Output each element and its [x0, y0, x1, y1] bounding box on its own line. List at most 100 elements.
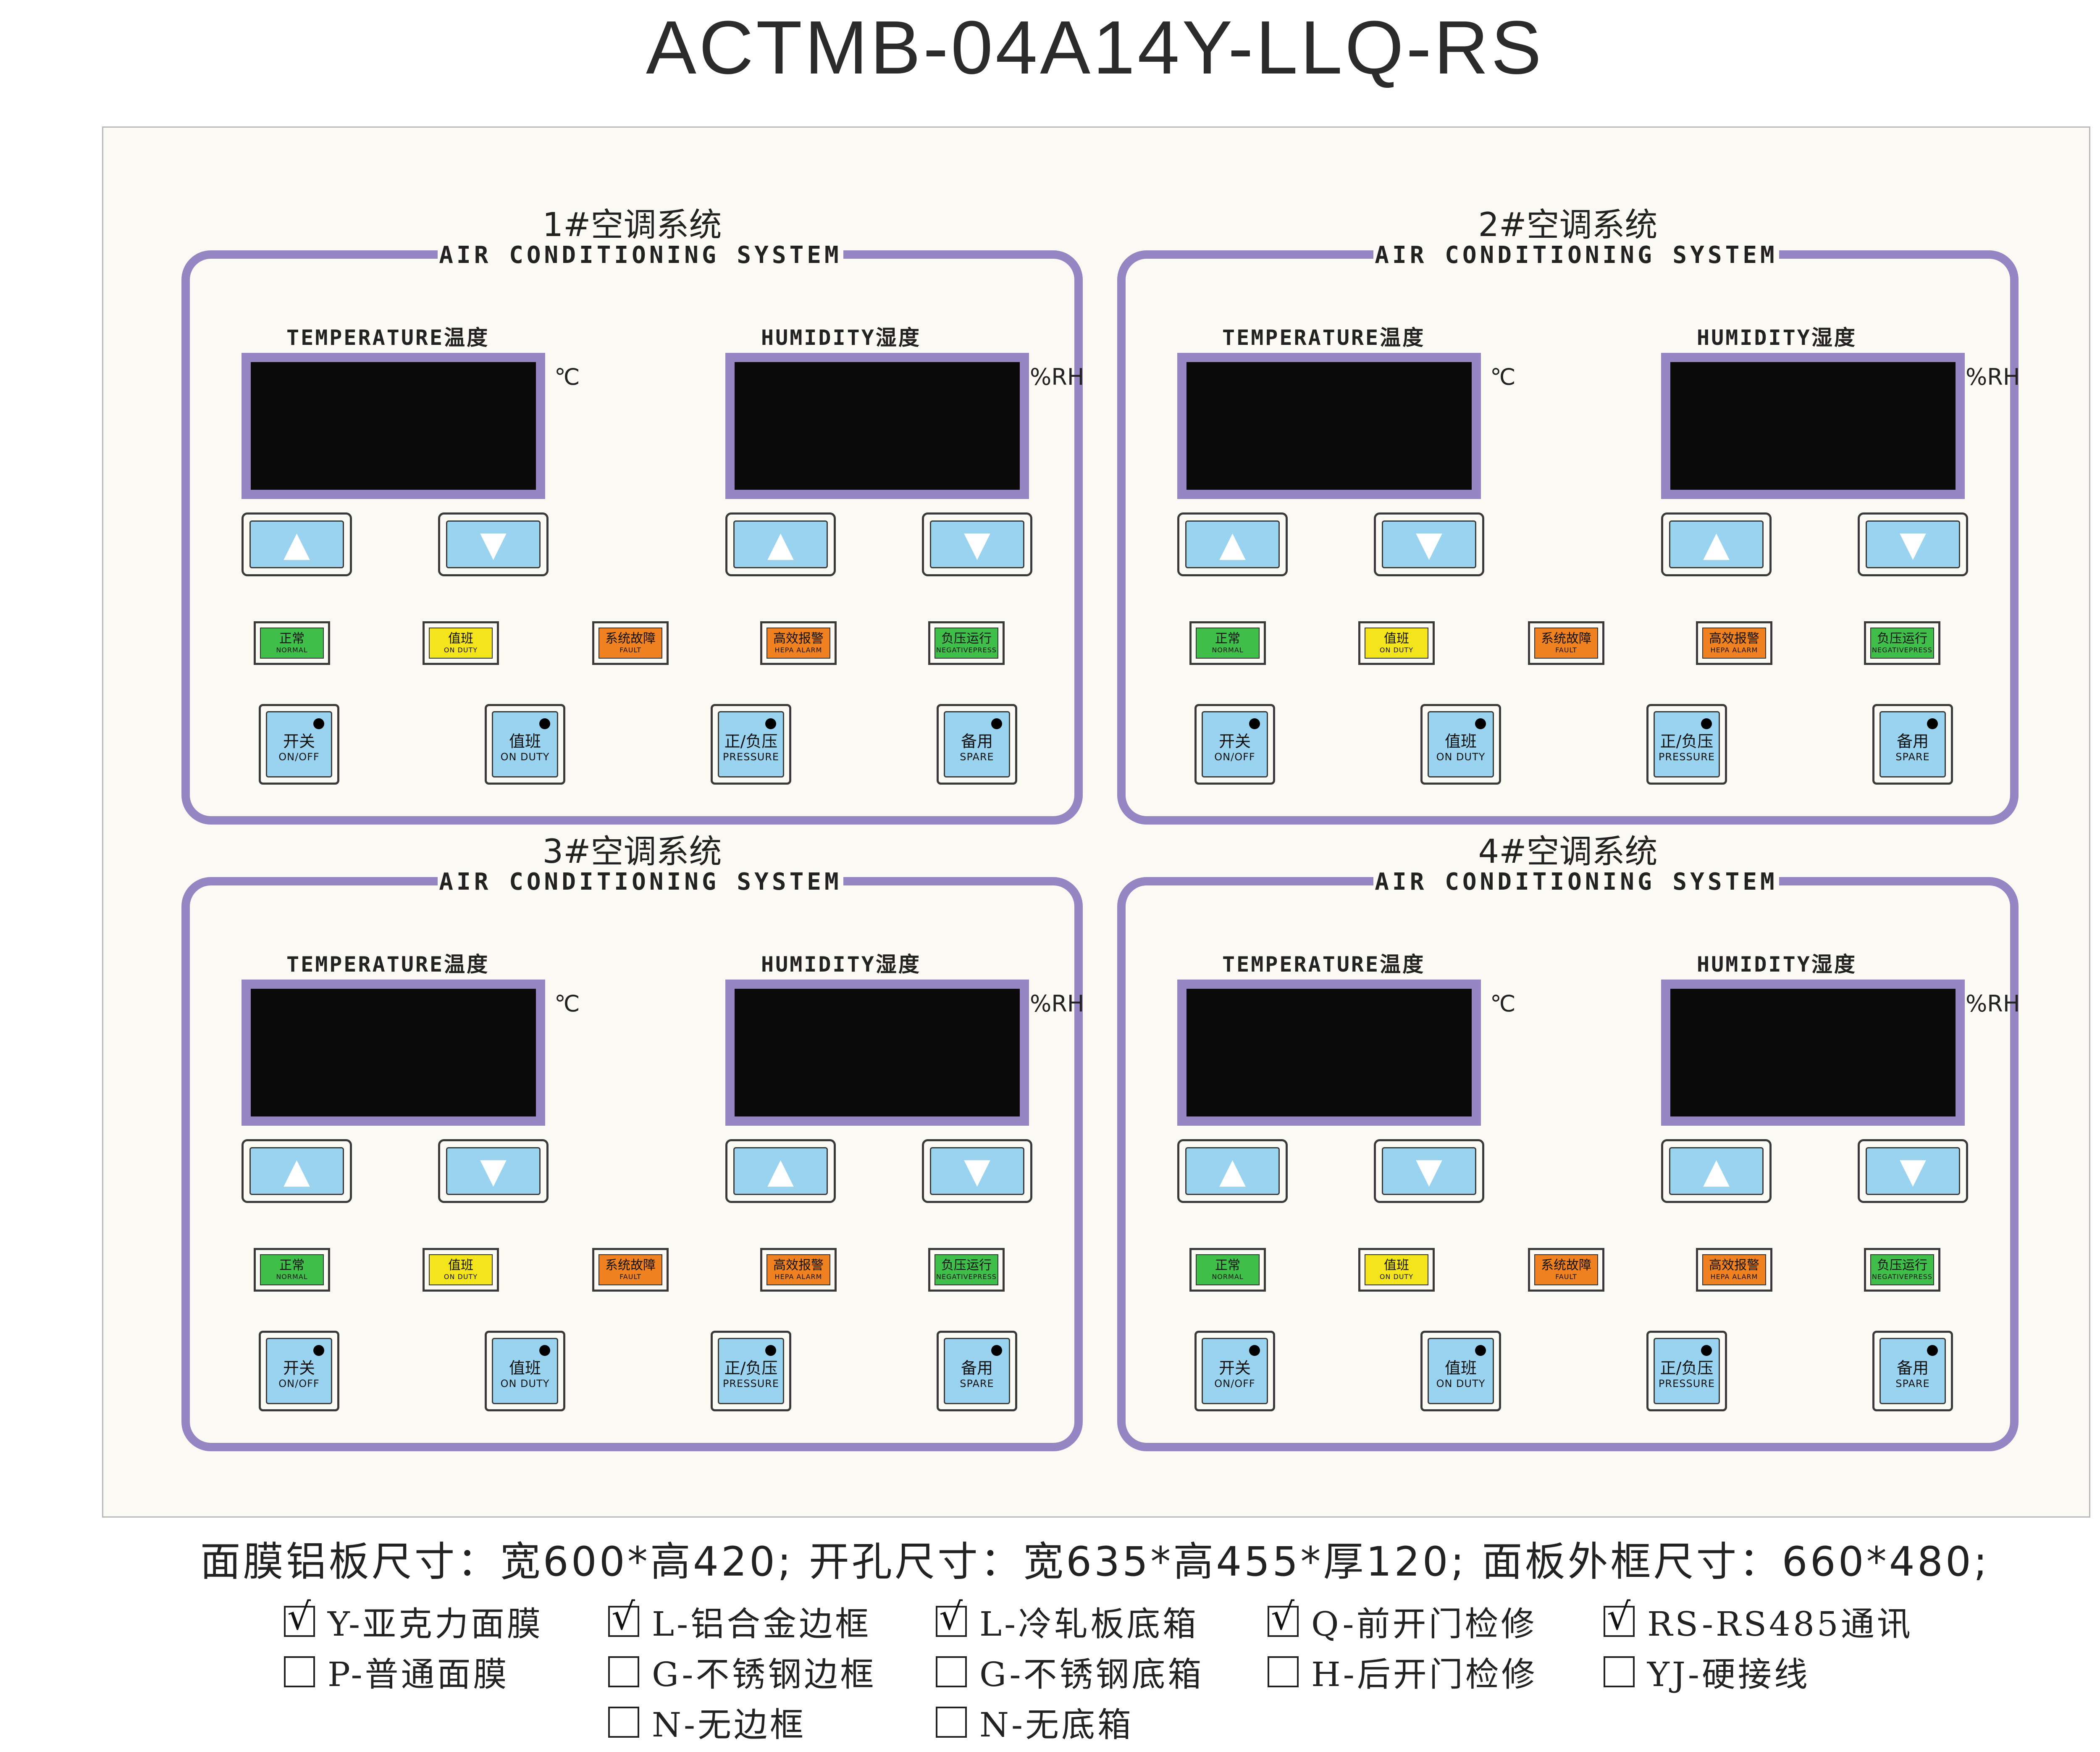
temperature-up-button[interactable]: ▲ [1177, 512, 1288, 576]
option-item: H-后开门检修 [1268, 1653, 1538, 1694]
humidity-down-button[interactable]: ▼ [922, 1139, 1032, 1203]
option-checkbox[interactable] [936, 1656, 967, 1687]
indicator-label-en: FAULT [1555, 646, 1577, 654]
option-checkbox[interactable]: √ [1604, 1598, 1635, 1637]
button-label-en: PRESSURE [1658, 751, 1715, 763]
humidity-down-button[interactable]: ▼ [1858, 512, 1968, 576]
humidity-up-button[interactable]: ▲ [725, 1139, 836, 1203]
humidity-up-button[interactable]: ▲ [1661, 1139, 1772, 1203]
option-checkbox[interactable] [1268, 1656, 1299, 1687]
option-checkbox[interactable] [1604, 1656, 1635, 1687]
button-label-en: ON DUTY [500, 1378, 550, 1390]
humidity-display [1661, 980, 1965, 1126]
triangle-down-icon: ▼ [963, 524, 991, 564]
option-checkbox[interactable] [284, 1656, 315, 1687]
indicator-label-en: NEGATIVEPRESS [1872, 1273, 1932, 1281]
option-label: G-不锈钢边框 [652, 1655, 877, 1694]
humidity-up-button[interactable]: ▲ [1661, 512, 1772, 576]
button-label-cn: 值班 [509, 1359, 541, 1377]
indicator-label-cn: 值班 [448, 631, 473, 646]
indicator-label-cn: 正常 [1215, 1258, 1240, 1273]
humidity-display [725, 980, 1029, 1126]
button-label-cn: 开关 [1218, 732, 1251, 751]
humidity-up-button[interactable]: ▲ [725, 512, 836, 576]
indicator-label-cn: 值班 [1384, 1258, 1409, 1273]
option-checkbox[interactable]: √ [1268, 1598, 1299, 1637]
temperature-down-button[interactable]: ▼ [438, 512, 549, 576]
indicator-label-en: ON DUTY [1379, 1273, 1414, 1281]
indicator-label-en: NORMAL [276, 1273, 308, 1281]
option-checkbox[interactable] [608, 1707, 639, 1738]
humidity-down-button[interactable]: ▼ [1858, 1139, 1968, 1203]
humidity-down-button[interactable]: ▼ [922, 512, 1032, 576]
system-title-cn: 2#空调系统 [1478, 206, 1658, 244]
humidity-display [1661, 353, 1965, 499]
option-checkbox[interactable] [936, 1707, 967, 1738]
button-label-en: ON/OFF [1214, 1378, 1255, 1390]
button-face [733, 520, 828, 568]
humidity-display [725, 353, 1029, 499]
option-checkbox[interactable]: √ [284, 1598, 315, 1637]
indicator-dot-icon [765, 718, 776, 729]
humidity-label: HUMIDITY湿度 [1697, 326, 1857, 350]
temperature-down-button[interactable]: ▼ [438, 1139, 549, 1203]
button-label-cn: 备用 [1896, 1359, 1929, 1377]
temperature-up-button[interactable]: ▲ [242, 512, 352, 576]
option-checkbox[interactable]: √ [608, 1598, 639, 1637]
humidity-unit: %RH [1030, 364, 1084, 390]
system-title-cn: 3#空调系统 [542, 833, 722, 871]
temperature-up-button[interactable]: ▲ [1177, 1139, 1288, 1203]
temperature-down-button[interactable]: ▼ [1374, 1139, 1484, 1203]
indicator-label-cn: 正常 [279, 631, 304, 646]
button-label-cn: 开关 [1218, 1359, 1251, 1377]
indicator-dot-icon [1701, 718, 1712, 729]
temperature-down-button[interactable]: ▼ [1374, 512, 1484, 576]
option-checkbox[interactable] [608, 1656, 639, 1687]
button-label-cn: 开关 [283, 1359, 315, 1377]
indicator-label-cn: 正常 [279, 1258, 304, 1273]
indicator-dot-icon [991, 1345, 1002, 1356]
button-face [1185, 1147, 1280, 1195]
button-label-cn: 备用 [961, 732, 993, 751]
option-checkbox[interactable]: √ [936, 1598, 967, 1637]
temperature-up-button[interactable]: ▲ [242, 1139, 352, 1203]
indicator-label-cn: 负压运行 [1877, 631, 1927, 646]
temperature-unit: ℃ [1490, 990, 1516, 1017]
button-face [1185, 520, 1280, 568]
indicator-label-en: ON DUTY [444, 1273, 478, 1281]
indicator-label-en: HEPA ALARM [1710, 646, 1758, 654]
system-title-cn: 1#空调系统 [542, 206, 722, 244]
indicator-label-en: NEGATIVEPRESS [936, 646, 997, 654]
